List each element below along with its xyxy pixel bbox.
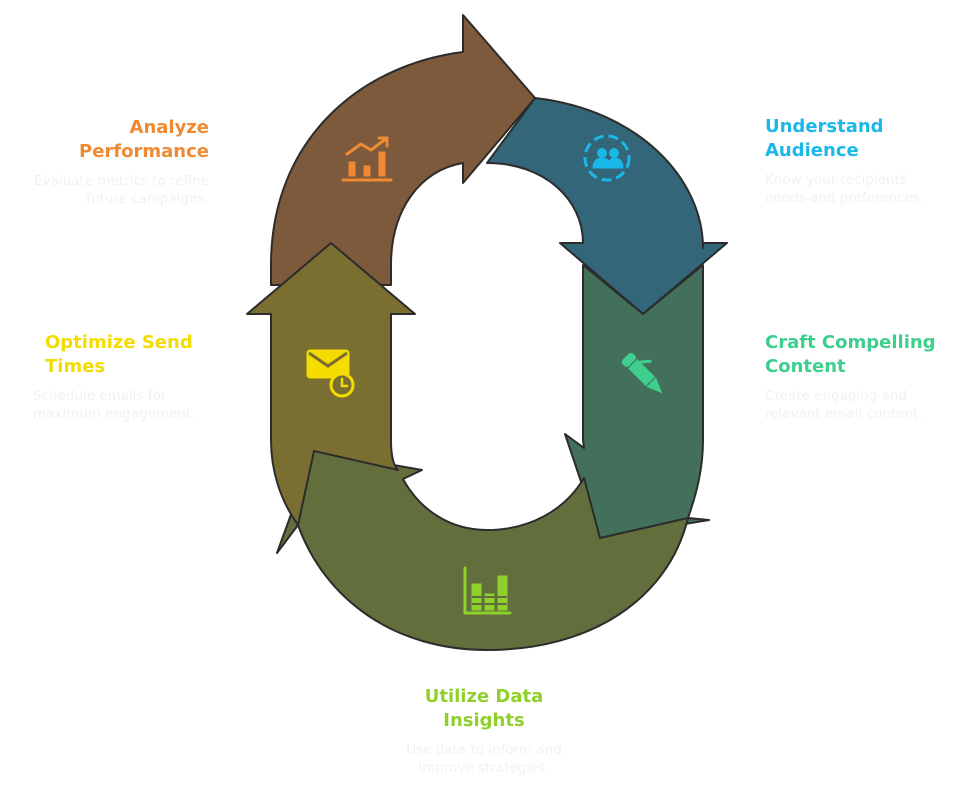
segment-analyze <box>270 14 536 286</box>
stage-description-data: Use data to inform and improve strategie… <box>406 742 562 776</box>
audience-icon <box>583 134 631 182</box>
stage-title-craft: Craft Compelling Content <box>765 332 936 377</box>
stage-analyze: Analyze Performance Evaluate metrics to … <box>18 116 209 208</box>
stage-description-analyze: Evaluate metrics to refine future campai… <box>34 173 209 207</box>
stage-description-optimize: Schedule emails for maximum engagement. <box>33 388 196 422</box>
stage-optimize: Optimize Send Times Schedule emails for … <box>33 331 235 423</box>
pen-icon <box>621 352 663 394</box>
stage-title-analyze: Analyze Performance <box>79 117 209 162</box>
stage-craft: Craft Compelling Content Create engaging… <box>765 331 965 423</box>
segment-craft <box>564 264 710 539</box>
growth-chart-icon <box>341 136 393 182</box>
stage-title-data: Utilize Data Insights <box>424 686 544 731</box>
email-clock-icon <box>306 349 355 398</box>
stage-description-understand: Know your recipients' needs and preferen… <box>765 172 925 206</box>
bar-chart-icon <box>463 566 512 615</box>
stage-title-understand: Understand Audience <box>765 116 884 161</box>
stage-data: Utilize Data Insights Use data to inform… <box>368 685 600 777</box>
stage-understand: Understand Audience Know your recipients… <box>765 115 955 207</box>
stage-description-craft: Create engaging and relevant email conte… <box>765 388 923 422</box>
stage-title-optimize: Optimize Send Times <box>45 332 193 377</box>
segment-understand <box>486 97 728 315</box>
segment-data <box>276 450 689 651</box>
